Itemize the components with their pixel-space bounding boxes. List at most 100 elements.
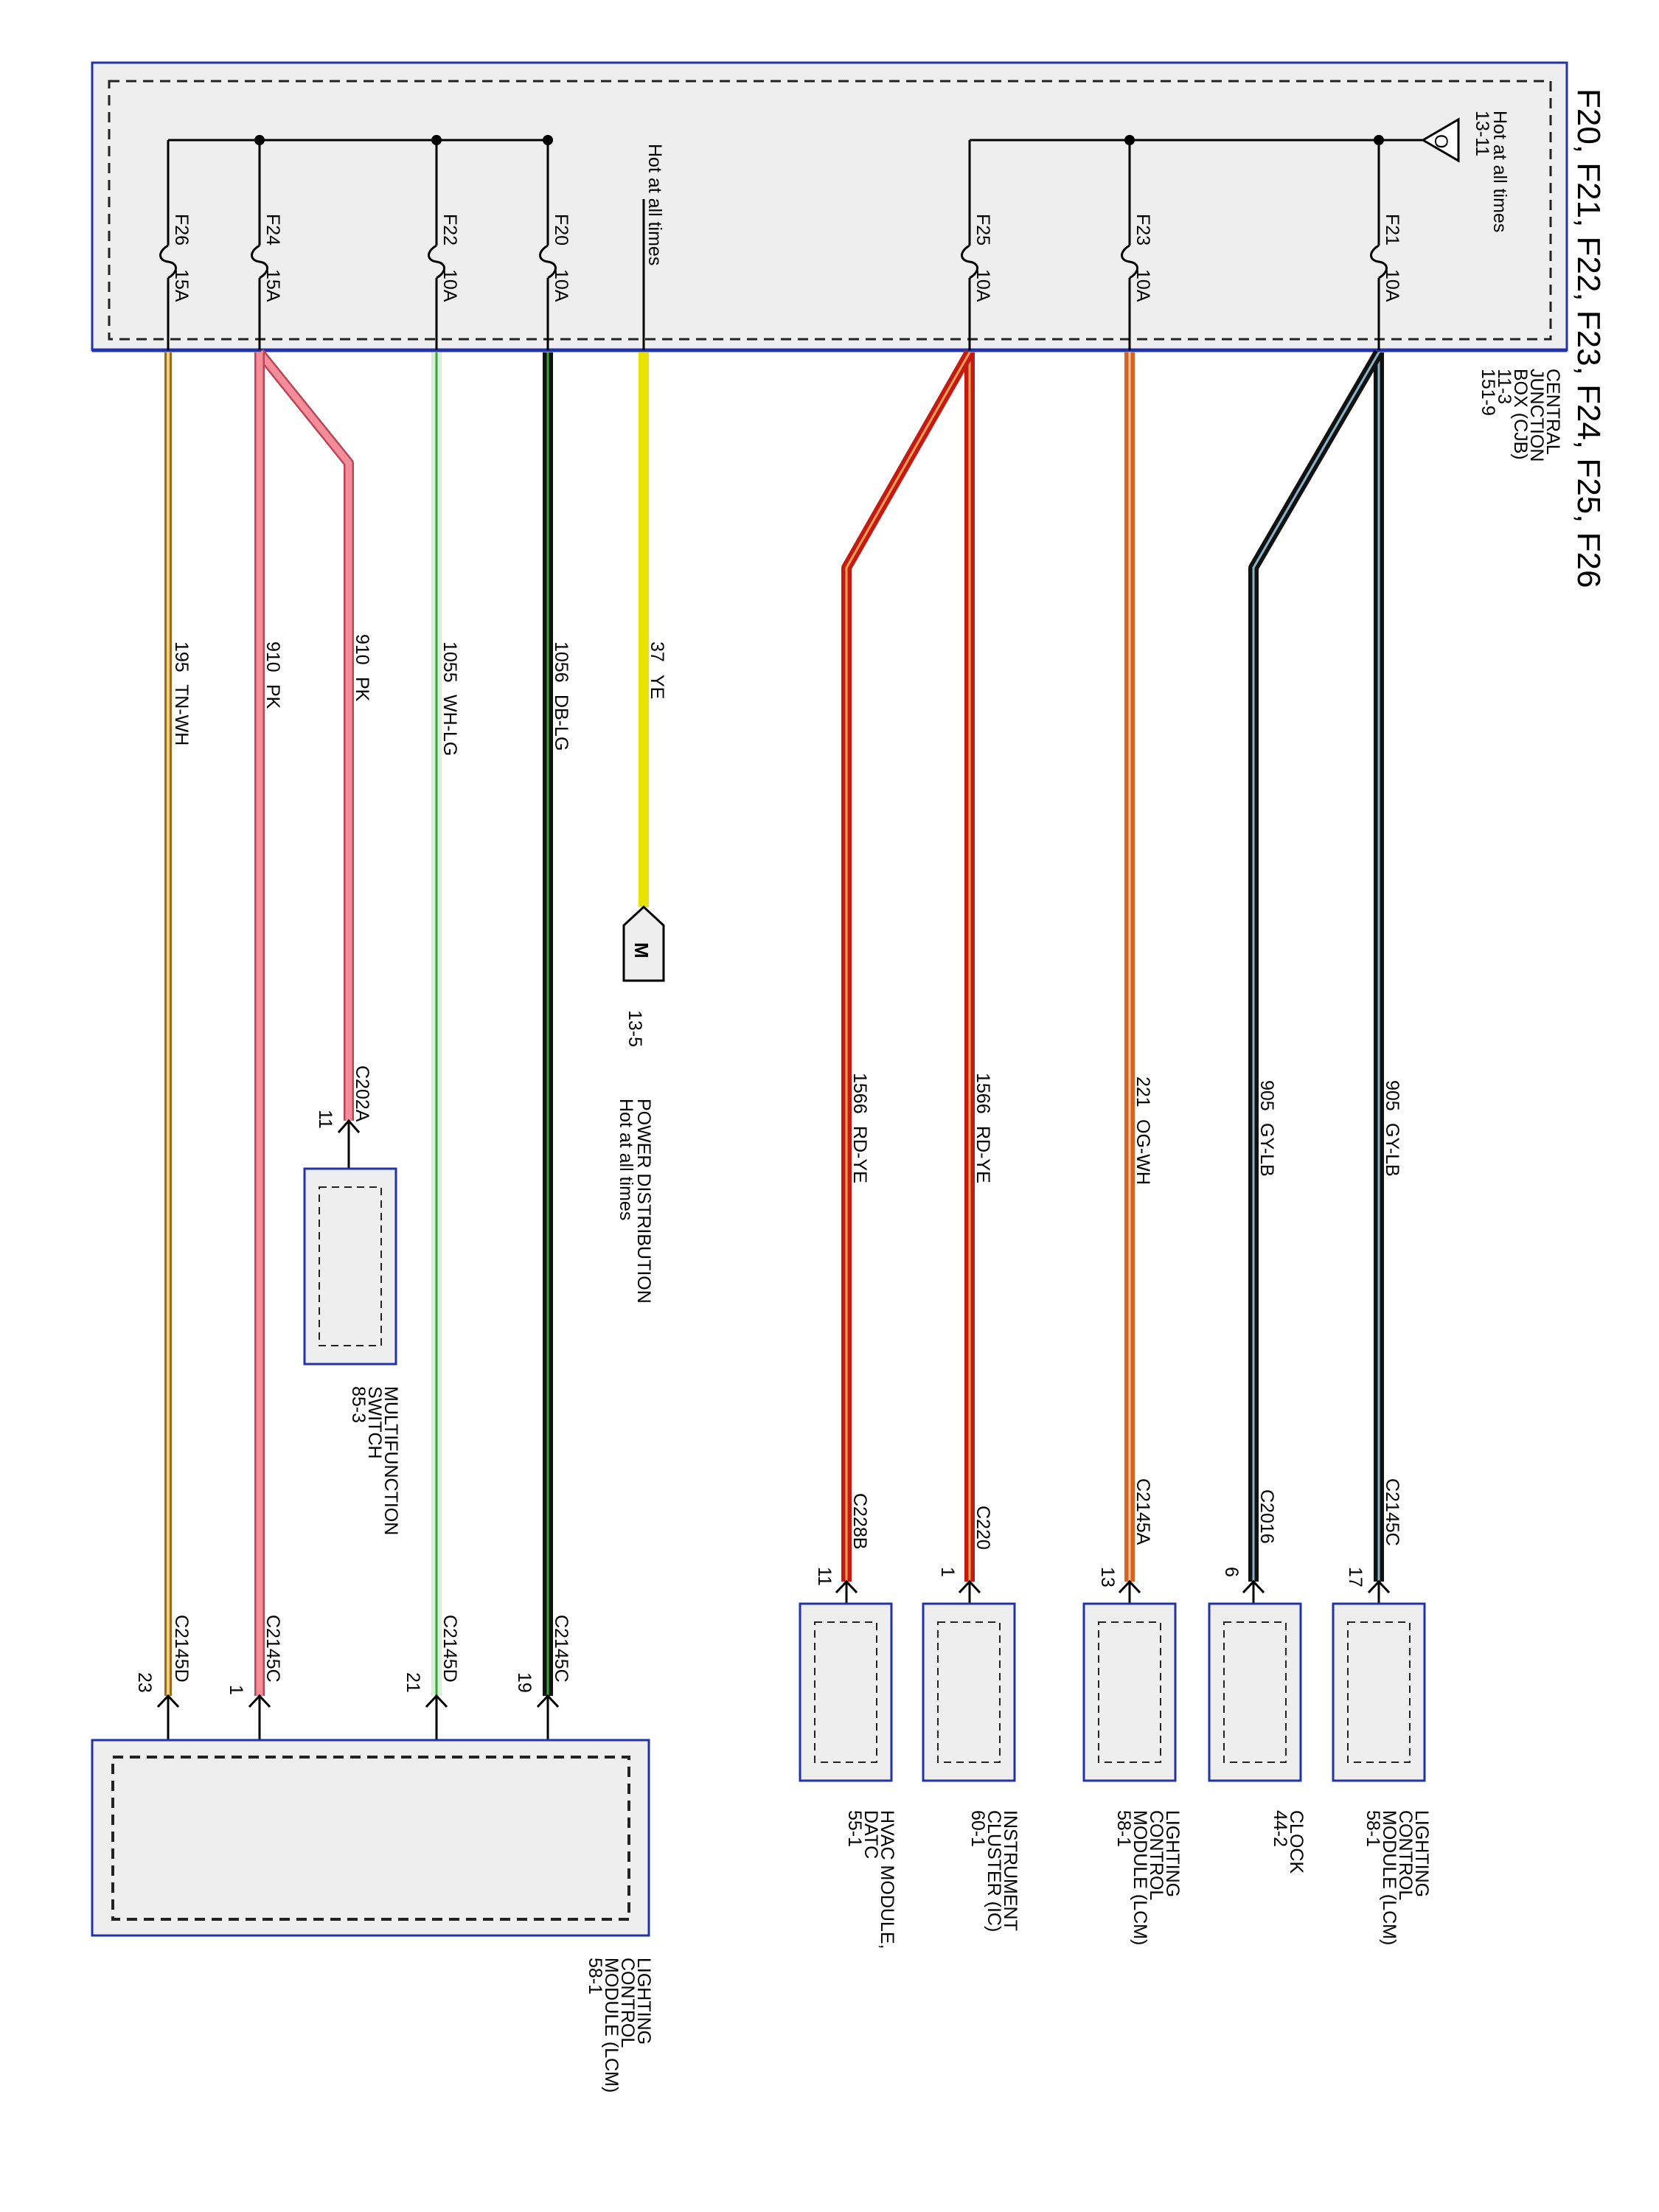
svg-text:10A: 10A (439, 269, 460, 302)
central-junction-box (91, 61, 1568, 352)
cjb-label: CENTRAL JUNCTION BOX (CJB) 11-3 151-9 (1478, 369, 1563, 462)
svg-text:1056: 1056 (551, 641, 571, 683)
svg-text:YE: YE (647, 675, 667, 699)
svg-text:19: 19 (514, 1672, 535, 1693)
svg-text:C2145C: C2145C (551, 1615, 571, 1683)
svg-text:23: 23 (134, 1672, 155, 1693)
svg-text:44-2: 44-2 (1270, 1810, 1290, 1847)
svg-text:PK: PK (352, 677, 372, 702)
pd-ref: 13-5 (625, 1010, 645, 1047)
connector-c228b-11: C228B 11 (814, 1493, 870, 1586)
component-box-ic (922, 1602, 1016, 1782)
svg-text:15A: 15A (262, 269, 283, 302)
svg-text:C220: C220 (973, 1506, 993, 1550)
svg-text:C2145C: C2145C (1382, 1478, 1402, 1546)
svg-text:GY-LB: GY-LB (1256, 1123, 1277, 1177)
svg-text:CONTROL: CONTROL (1395, 1810, 1416, 1900)
svg-text:10A: 10A (551, 269, 571, 302)
svg-text:F20: F20 (551, 214, 571, 246)
svg-text:910: 910 (352, 634, 372, 665)
svg-text:910: 910 (262, 641, 283, 672)
svg-text:CONTROL: CONTROL (1146, 1810, 1166, 1900)
svg-text:TN-WH: TN-WH (171, 684, 192, 745)
svg-text:PK: PK (262, 684, 283, 709)
svg-text:11: 11 (315, 1110, 335, 1129)
connector-arrows (156, 1119, 1391, 1740)
fuse-label-f23: F23 10A (1133, 214, 1153, 302)
svg-text:C228B: C228B (849, 1493, 870, 1549)
svg-text:LIGHTING: LIGHTING (633, 1958, 654, 2045)
svg-text:221: 221 (1133, 1077, 1153, 1107)
svg-text:15A: 15A (171, 269, 192, 302)
svg-text:55-1: 55-1 (844, 1810, 865, 1847)
svg-text:MODULE (LCM): MODULE (LCM) (1379, 1810, 1399, 1945)
inner-hot-label: Hot at all times (644, 144, 665, 265)
svg-text:85-3: 85-3 (348, 1386, 369, 1423)
svg-text:11: 11 (814, 1567, 835, 1586)
power-distribution-connector: M 13-5 POWER DISTRIBUTION Hot at all tim… (616, 905, 665, 1304)
connector-c2145c-19: C2145C 19 (514, 1615, 571, 1693)
svg-text:LIGHTING: LIGHTING (1411, 1810, 1432, 1897)
svg-text:LIGHTING: LIGHTING (1162, 1810, 1183, 1897)
fuse-label-f25: F25 10A (973, 214, 993, 302)
svg-text:58-1: 58-1 (585, 1958, 605, 1994)
svg-text:CENTRAL: CENTRAL (1543, 369, 1563, 455)
fuse-label-f21: F21 10A (1382, 214, 1402, 302)
svg-text:F25: F25 (973, 214, 993, 246)
svg-text:6: 6 (1221, 1567, 1242, 1577)
svg-text:60-1: 60-1 (967, 1810, 988, 1847)
svg-text:RD-YE: RD-YE (849, 1126, 870, 1183)
bus-junction-dots (254, 135, 1384, 145)
connector-c2145c-17: C2145C 17 (1345, 1478, 1402, 1587)
fuse-label-f20: F20 10A (551, 214, 571, 302)
pd-symbol: M (630, 942, 653, 959)
svg-text:F23: F23 (1133, 214, 1153, 246)
svg-text:10A: 10A (973, 269, 993, 302)
svg-text:151-9: 151-9 (1478, 369, 1498, 416)
svg-text:21: 21 (403, 1672, 423, 1693)
pd-label: POWER DISTRIBUTION Hot at all times (616, 1099, 654, 1304)
svg-text:1055: 1055 (439, 641, 460, 683)
component-box-hvac (799, 1602, 893, 1782)
svg-text:1566: 1566 (849, 1073, 870, 1114)
svg-text:JUNCTION: JUNCTION (1526, 369, 1547, 462)
fuse-label-f26: F26 15A (171, 214, 192, 302)
svg-text:58-1: 58-1 (1363, 1810, 1383, 1847)
svg-text:OG-WH: OG-WH (1133, 1119, 1153, 1185)
hot-label: Hot at all times (1489, 111, 1510, 232)
svg-text:C202A: C202A (352, 1065, 372, 1122)
svg-text:F22: F22 (439, 214, 460, 246)
svg-text:905: 905 (1382, 1080, 1402, 1111)
svg-text:GY-LB: GY-LB (1382, 1123, 1402, 1177)
component-box-mfs (303, 1167, 397, 1366)
svg-text:POWER DISTRIBUTION: POWER DISTRIBUTION (633, 1099, 654, 1304)
component-box-lcm-3 (91, 1739, 650, 1937)
svg-text:37: 37 (647, 641, 667, 662)
hot-ref: 13-11 (1472, 111, 1492, 156)
svg-text:17: 17 (1345, 1567, 1366, 1587)
svg-text:F21: F21 (1382, 214, 1402, 246)
svg-text:F26: F26 (171, 214, 192, 246)
svg-text:MODULE (LCM): MODULE (LCM) (601, 1958, 622, 2093)
svg-text:10A: 10A (1133, 269, 1153, 302)
svg-text:10A: 10A (1382, 269, 1402, 302)
svg-text:C2145D: C2145D (171, 1615, 192, 1683)
svg-text:C2145A: C2145A (1133, 1478, 1153, 1545)
